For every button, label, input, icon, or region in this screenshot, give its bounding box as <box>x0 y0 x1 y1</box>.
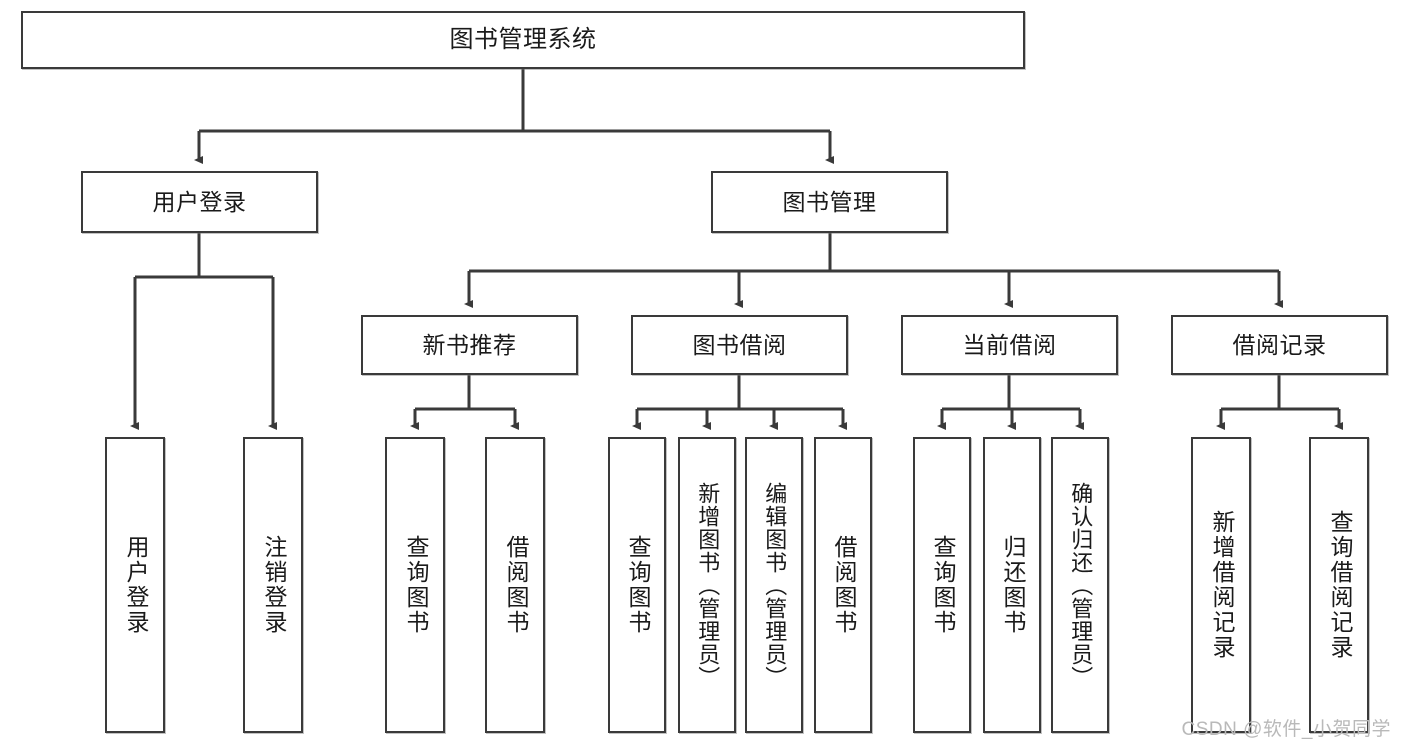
node-leaf-query-book-1-label: 查询图书 <box>402 535 429 635</box>
node-leaf-query-book-3-label: 查询图书 <box>929 535 956 635</box>
node-leaf-return-book-label: 归还图书 <box>999 535 1026 635</box>
node-leaf-return-book[interactable]: 归还图书 <box>983 437 1041 733</box>
node-root-label: 图书管理系统 <box>449 26 597 54</box>
node-current-borrow[interactable]: 当前借阅 <box>901 315 1118 375</box>
node-leaf-query-borrow-record-label: 查询借阅记录 <box>1326 510 1353 660</box>
node-leaf-add-borrow-record[interactable]: 新增借阅记录 <box>1191 437 1251 733</box>
node-leaf-borrow-book-2-label: 借阅图书 <box>830 535 857 635</box>
node-leaf-query-book-1[interactable]: 查询图书 <box>385 437 445 733</box>
node-user-login-label: 用户登录 <box>152 188 247 215</box>
node-root[interactable]: 图书管理系统 <box>21 11 1025 69</box>
node-leaf-edit-book-label: 编辑图书（管理员） <box>762 481 788 689</box>
node-leaf-edit-book[interactable]: 编辑图书（管理员） <box>745 437 803 733</box>
node-leaf-query-borrow-record[interactable]: 查询借阅记录 <box>1309 437 1369 733</box>
node-leaf-query-book-3[interactable]: 查询图书 <box>913 437 971 733</box>
node-user-login[interactable]: 用户登录 <box>81 171 318 233</box>
node-leaf-user-login-label: 用户登录 <box>122 535 149 635</box>
node-leaf-confirm-return[interactable]: 确认归还（管理员） <box>1051 437 1109 733</box>
node-new-book-recommend[interactable]: 新书推荐 <box>361 315 578 375</box>
node-leaf-borrow-book-1[interactable]: 借阅图书 <box>485 437 545 733</box>
node-leaf-borrow-book-1-label: 借阅图书 <box>502 535 529 635</box>
watermark-text: CSDN @软件_小贺同学 <box>1181 719 1391 740</box>
node-book-borrow-label: 图书借阅 <box>692 331 787 358</box>
node-book-borrow[interactable]: 图书借阅 <box>631 315 848 375</box>
node-borrow-record[interactable]: 借阅记录 <box>1171 315 1388 375</box>
node-current-borrow-label: 当前借阅 <box>962 331 1057 358</box>
node-leaf-confirm-return-label: 确认归还（管理员） <box>1068 481 1094 689</box>
node-leaf-user-logout-label: 注销登录 <box>260 535 287 635</box>
node-leaf-add-book[interactable]: 新增图书（管理员） <box>678 437 736 733</box>
node-leaf-add-borrow-record-label: 新增借阅记录 <box>1208 510 1235 660</box>
node-book-management-label: 图书管理 <box>782 188 877 215</box>
node-leaf-add-book-label: 新增图书（管理员） <box>695 481 721 689</box>
node-leaf-user-logout[interactable]: 注销登录 <box>243 437 303 733</box>
node-leaf-query-book-2-label: 查询图书 <box>624 535 651 635</box>
node-new-book-recommend-label: 新书推荐 <box>422 331 517 358</box>
node-book-management[interactable]: 图书管理 <box>711 171 948 233</box>
node-borrow-record-label: 借阅记录 <box>1232 331 1327 358</box>
node-leaf-borrow-book-2[interactable]: 借阅图书 <box>814 437 872 733</box>
node-leaf-query-book-2[interactable]: 查询图书 <box>608 437 666 733</box>
node-leaf-user-login[interactable]: 用户登录 <box>105 437 165 733</box>
